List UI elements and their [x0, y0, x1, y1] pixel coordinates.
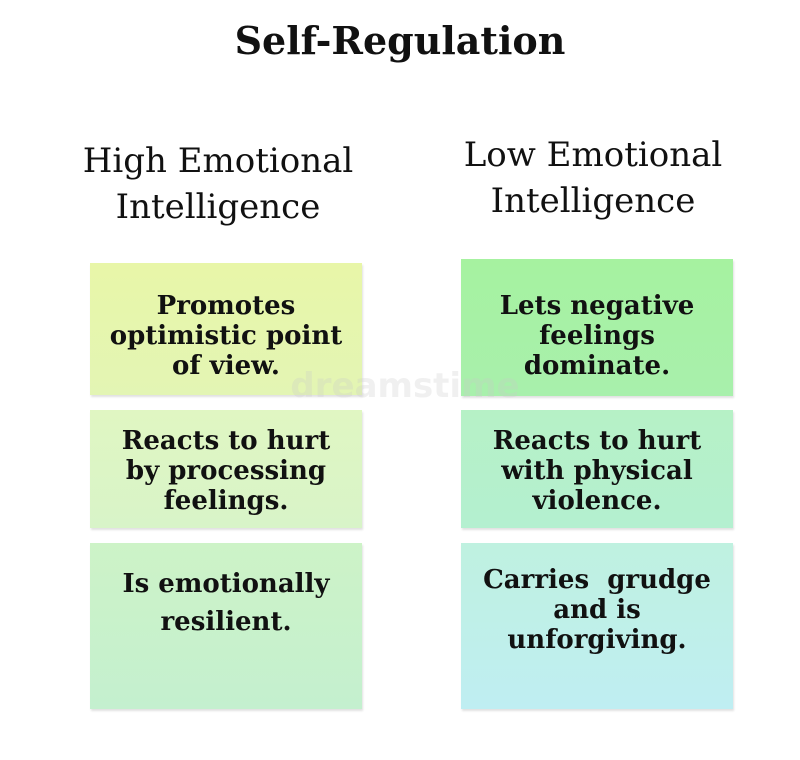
- low-ei-box-violence-text: Reacts to hurt with physical violence.: [493, 426, 701, 516]
- low-ei-box-grudge-text: Carries grudge and is unforgiving.: [483, 565, 711, 655]
- low-ei-heading-line-1: Low Emotional: [463, 135, 723, 175]
- box-line: resilient.: [160, 607, 292, 637]
- box-line: with physical: [501, 456, 693, 486]
- low-ei-box-violence: Reacts to hurt with physical violence.: [461, 410, 733, 528]
- box-line: Is emotionally: [122, 569, 330, 599]
- diagram-title: Self-Regulation: [234, 18, 566, 63]
- high-ei-box-optimism: Promotes optimistic point of view.: [90, 263, 362, 395]
- low-ei-heading: Low Emotional Intelligence: [428, 132, 758, 224]
- box-line: feelings.: [163, 486, 289, 516]
- box-line: unforgiving.: [507, 625, 687, 655]
- box-line: dominate.: [523, 351, 671, 381]
- box-line: Reacts to hurt: [121, 426, 331, 456]
- high-ei-heading: High Emotional Intelligence: [53, 138, 383, 230]
- high-ei-box-resilient-text: Is emotionally resilient.: [122, 565, 329, 641]
- high-ei-heading-line-1: High Emotional: [82, 141, 354, 181]
- high-ei-box-optimism-text: Promotes optimistic point of view.: [110, 291, 343, 381]
- box-line: and is: [553, 595, 641, 625]
- low-ei-box-negative-text: Lets negative feelings dominate.: [500, 291, 695, 381]
- high-ei-heading-line-2: Intelligence: [115, 187, 321, 227]
- box-line: Carries grudge: [483, 565, 711, 595]
- box-line: by processing: [125, 456, 327, 486]
- box-line: of view.: [172, 351, 280, 381]
- box-line: Reacts to hurt: [492, 426, 702, 456]
- low-ei-box-grudge: Carries grudge and is unforgiving.: [461, 543, 733, 709]
- high-ei-box-processing-text: Reacts to hurt by processing feelings.: [122, 426, 330, 516]
- box-line: violence.: [532, 486, 662, 516]
- low-ei-box-negative: Lets negative feelings dominate.: [461, 259, 733, 396]
- box-line: optimistic point: [109, 321, 343, 351]
- high-ei-box-processing: Reacts to hurt by processing feelings.: [90, 410, 362, 528]
- box-line: Lets negative: [499, 291, 695, 321]
- box-line: Promotes: [156, 291, 296, 321]
- low-ei-heading-line-2: Intelligence: [490, 181, 696, 221]
- box-line: feelings: [539, 321, 655, 351]
- high-ei-box-resilient: Is emotionally resilient.: [90, 543, 362, 709]
